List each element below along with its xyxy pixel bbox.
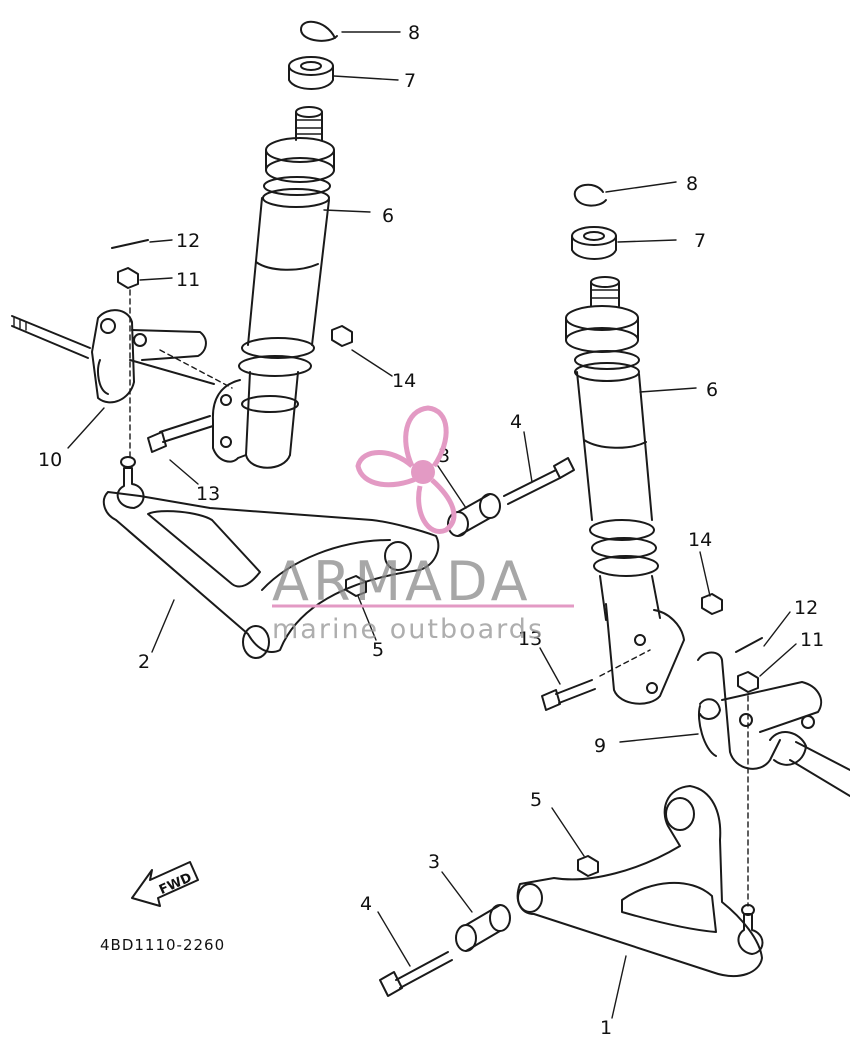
callout-5-left: 5 [372, 639, 384, 661]
callout-12-right: 12 [794, 597, 818, 619]
callout-7-left: 7 [404, 70, 416, 92]
bolt-13-left [147, 415, 214, 453]
steering-knuckle-left [11, 309, 215, 404]
watermark-subtitle: marine outboards [272, 614, 544, 645]
bolt-4-left [503, 457, 575, 505]
lower-arm-left [102, 456, 440, 659]
callout-2: 2 [138, 651, 150, 673]
callout-4-right: 4 [360, 893, 372, 915]
callout-14-right: 14 [688, 529, 712, 551]
watermark: ARMADA marine outboards [272, 405, 574, 645]
steering-knuckle-right [697, 651, 850, 797]
callout-1: 1 [600, 1017, 612, 1039]
watermark-title: ARMADA [272, 550, 532, 613]
callout-7-right: 7 [694, 230, 706, 252]
callout-14-left: 14 [392, 370, 416, 392]
callout-6-left: 6 [382, 205, 394, 227]
callout-3-right: 3 [428, 851, 440, 873]
diagram-code: 4BD1110-2260 [100, 936, 225, 954]
callout-13-right: 13 [518, 628, 542, 650]
callout-9: 9 [594, 735, 606, 757]
guide-lines [129, 289, 749, 907]
nuts [111, 239, 763, 877]
callout-10: 10 [38, 449, 62, 471]
bolt-13-right [541, 679, 596, 711]
propeller-logo-icon [355, 405, 457, 534]
callout-6-right: 6 [706, 379, 718, 401]
callout-12-left: 12 [176, 230, 200, 252]
forward-arrow-icon: FWD [131, 861, 199, 907]
lower-arm-right [516, 785, 764, 977]
callouts: 8 7 6 8 7 6 12 11 14 10 13 2 3 4 5 14 12… [38, 22, 824, 1039]
shock-absorber-right [565, 183, 685, 705]
callout-13-left: 13 [196, 483, 220, 505]
callout-11-left: 11 [176, 269, 200, 291]
bushing-right [455, 904, 511, 952]
shock-absorber-left [211, 20, 338, 469]
callout-4-left: 4 [510, 411, 522, 433]
callout-8-right: 8 [686, 173, 698, 195]
callout-5-right: 5 [530, 789, 542, 811]
bolt-4-right [379, 951, 453, 997]
bushing-left [447, 493, 501, 537]
callout-8-left: 8 [408, 22, 420, 44]
leader-lines [67, 31, 797, 1019]
callout-11-right: 11 [800, 629, 824, 651]
